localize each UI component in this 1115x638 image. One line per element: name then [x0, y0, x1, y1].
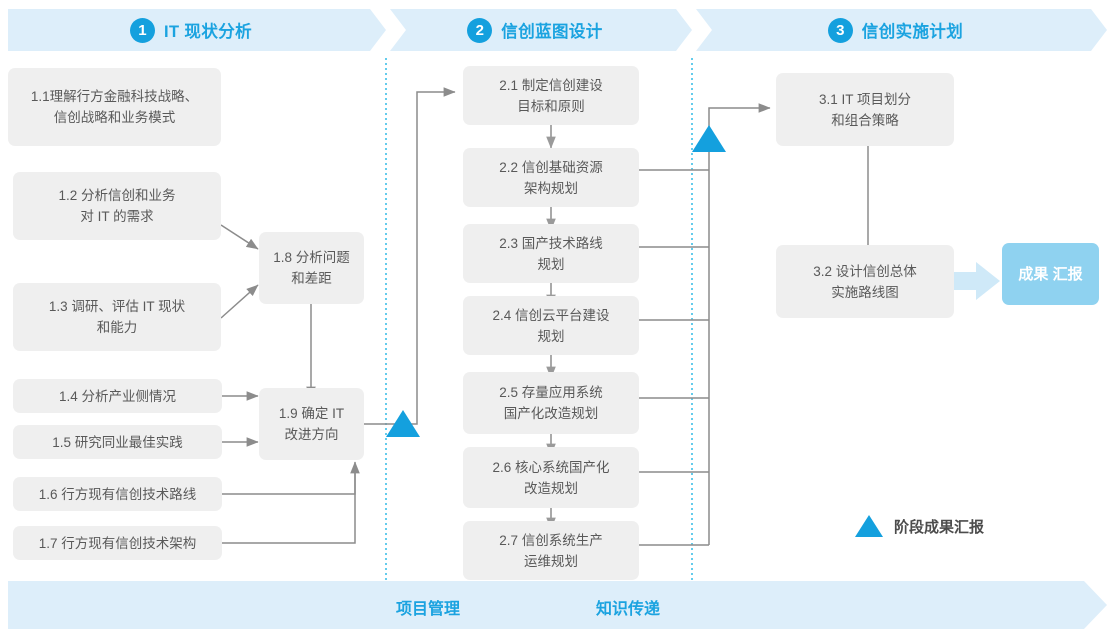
legend: 阶段成果汇报	[855, 515, 984, 537]
node-2-6[interactable]: 2.6 核心系统国产化 改造规划	[463, 447, 639, 508]
node-2-4-line-1: 2.4 信创云平台建设	[492, 307, 610, 323]
milestone-triangle-stage2	[692, 125, 726, 152]
node-3-1-line-1: 3.1 IT 项目划分	[818, 91, 912, 107]
milestone-triangle-stage1	[386, 410, 420, 437]
footer-item-project-management[interactable]: 项目管理	[396, 601, 461, 618]
node-2-1-line-1: 2.1 制定信创建设	[499, 77, 603, 93]
node-1-5-line-1: 1.5 研究同业最佳实践	[52, 434, 183, 450]
node-2-1-line-2: 目标和原则	[517, 98, 585, 114]
node-2-4[interactable]: 2.4 信创云平台建设 规划	[463, 296, 639, 355]
node-2-5[interactable]: 2.5 存量应用系统 国产化改造规划	[463, 372, 639, 434]
phase-header: 1 IT 现状分析 2 信创蓝图设计 3 信创实施计划	[8, 9, 1107, 51]
node-2-4-line-2: 规划	[537, 328, 565, 344]
node-3-1[interactable]: 3.1 IT 项目划分 和组合策略	[776, 73, 954, 146]
node-1-2-line-2: 对 IT 的需求	[80, 209, 154, 224]
node-2-3[interactable]: 2.3 国产技术路线 规划	[463, 224, 639, 283]
node-1-4[interactable]: 1.4 分析产业侧情况	[13, 379, 222, 413]
result-badge-line-2: 汇报	[1052, 265, 1083, 283]
phase-label-3: 信创实施计划	[861, 23, 964, 41]
node-1-1-line-1: 1.1理解行方金融科技战略、	[30, 89, 199, 104]
node-1-2-line-1: 1.2 分析信创和业务	[58, 188, 176, 203]
footer-band	[8, 581, 1107, 629]
node-2-3-line-2: 规划	[537, 256, 565, 272]
node-2-2-line-1: 2.2 信创基础资源	[499, 159, 603, 175]
node-2-1[interactable]: 2.1 制定信创建设 目标和原则	[463, 66, 639, 125]
node-2-3-line-1: 2.3 国产技术路线	[499, 235, 603, 251]
node-1-3[interactable]: 1.3 调研、评估 IT 现状 和能力	[13, 283, 221, 351]
node-2-7[interactable]: 2.7 信创系统生产 运维规划	[463, 521, 639, 580]
footer-item-knowledge-transfer[interactable]: 知识传递	[596, 601, 661, 618]
node-2-6-line-2: 改造规划	[524, 480, 578, 496]
node-1-5[interactable]: 1.5 研究同业最佳实践	[13, 425, 222, 459]
node-3-1-line-2: 和组合策略	[831, 112, 899, 128]
phase-segment-3[interactable]: 3 信创实施计划	[696, 9, 1107, 51]
legend-label: 阶段成果汇报	[894, 518, 985, 536]
node-1-3-line-1: 1.3 调研、评估 IT 现状	[48, 299, 186, 314]
node-1-8-line-1: 1.8 分析问题	[273, 250, 350, 265]
result-arrow	[946, 262, 1000, 300]
result-badge-line-1: 成果	[1018, 265, 1049, 283]
phase-number-2: 2	[467, 17, 493, 43]
phase-number-1: 1	[129, 17, 155, 43]
node-1-3-line-2: 和能力	[96, 320, 138, 335]
node-1-4-line-1: 1.4 分析产业侧情况	[58, 388, 177, 404]
node-2-5-line-2: 国产化改造规划	[503, 406, 599, 421]
node-2-2-line-2: 架构规划	[524, 180, 578, 196]
node-2-7-line-2: 运维规划	[524, 553, 578, 569]
node-1-9-line-2: 改进方向	[284, 427, 339, 442]
phase-segment-1[interactable]: 1 IT 现状分析	[8, 9, 386, 51]
node-1-9[interactable]: 1.9 确定 IT 改进方向	[259, 388, 364, 460]
node-3-2-line-2: 实施路线图	[831, 284, 899, 300]
node-2-6-line-1: 2.6 核心系统国产化	[492, 459, 610, 475]
node-3-2[interactable]: 3.2 设计信创总体 实施路线图	[776, 245, 954, 318]
node-1-8[interactable]: 1.8 分析问题 和差距	[259, 232, 364, 304]
node-1-1-line-2: 信创战略和业务模式	[53, 110, 176, 125]
node-1-9-line-1: 1.9 确定 IT	[278, 406, 345, 421]
phase-label-2: 信创蓝图设计	[501, 23, 603, 41]
node-1-7[interactable]: 1.7 行方现有信创技术架构	[13, 526, 222, 560]
node-1-1[interactable]: 1.1理解行方金融科技战略、 信创战略和业务模式	[8, 68, 221, 146]
phase-number-3: 3	[827, 17, 853, 43]
node-3-2-line-1: 3.2 设计信创总体	[813, 263, 917, 279]
node-2-2[interactable]: 2.2 信创基础资源 架构规划	[463, 148, 639, 207]
node-1-8-line-2: 和差距	[291, 271, 332, 286]
node-1-6[interactable]: 1.6 行方现有信创技术路线	[13, 477, 222, 511]
node-1-6-line-1: 1.6 行方现有信创技术路线	[38, 486, 197, 502]
node-2-5-line-1: 2.5 存量应用系统	[499, 385, 603, 400]
node-1-2[interactable]: 1.2 分析信创和业务 对 IT 的需求	[13, 172, 221, 240]
milestone-icon	[855, 515, 883, 537]
phase-segment-2[interactable]: 2 信创蓝图设计	[390, 9, 692, 51]
result-badge[interactable]: 成果 汇报	[1002, 243, 1099, 305]
node-1-7-line-1: 1.7 行方现有信创技术架构	[38, 535, 197, 551]
node-2-7-line-1: 2.7 信创系统生产	[499, 532, 603, 548]
phase-label-1: IT 现状分析	[163, 23, 253, 41]
